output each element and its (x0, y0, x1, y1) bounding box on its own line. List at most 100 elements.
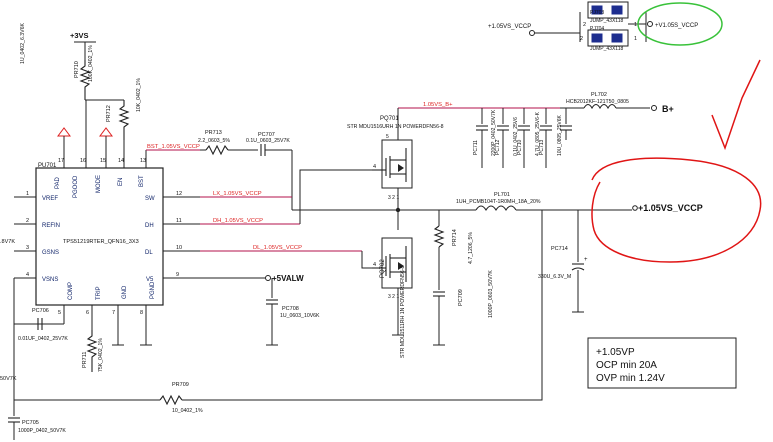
svg-text:16: 16 (80, 158, 86, 164)
ic-pin-vref: 1 VREF (14, 191, 58, 202)
capacitor-pc705[interactable]: PC705 1000P_0402_50V7K (8, 400, 66, 440)
ic-pin-pgnd: 8 PGND (140, 281, 156, 338)
svg-text:10K_0402_1%: 10K_0402_1% (136, 78, 142, 112)
left-edge-label-3: 50V7K (0, 376, 17, 382)
ground-symbol (99, 127, 113, 137)
svg-text:COMP: COMP (68, 282, 74, 300)
capacitor-pc710[interactable]: PC710 4.7U_0805_25V6-K (517, 108, 541, 168)
ic-pin-dl: 10 DL (145, 245, 200, 256)
svg-text:PL702: PL702 (591, 92, 607, 98)
resistor-pr710[interactable]: PR710 100K_0402_1% (74, 45, 94, 100)
svg-text:SW: SW (145, 196, 155, 202)
ic-pin-pad: 17 PAD (55, 150, 65, 189)
svg-text:2200P_0402_50V7K: 2200P_0402_50V7K (491, 109, 497, 156)
svg-text:1000P_0603_50V7K: 1000P_0603_50V7K (488, 270, 494, 318)
ic-pin-refin: 2 REFIN (14, 218, 60, 229)
power-output[interactable]: +1.05VS_VCCP (638, 203, 703, 213)
net-label-lx: LX_1.05VS_VCCP (213, 191, 262, 197)
mosfet-pq702[interactable]: 4 PQ702 STR MDU1511RH 1N POWERDFN56-8 3 … (372, 237, 413, 358)
svg-text:PJ704: PJ704 (590, 26, 604, 32)
capacitor-pc709[interactable]: PC709 1000P_0603_50V7K (433, 270, 494, 346)
jumper-pj703[interactable]: 2 1 PJ703 JUMP_43X118 (583, 1, 637, 28)
svg-text:PR711: PR711 (82, 352, 88, 368)
svg-text:HCB2012KF-121T50_0805: HCB2012KF-121T50_0805 (566, 99, 629, 105)
svg-text:PC714: PC714 (551, 246, 568, 252)
ic-ref: PU701 (38, 163, 57, 169)
svg-text:1: 1 (26, 191, 29, 197)
ic-pin-sw: 12 SW (145, 191, 200, 202)
svg-text:0.1U_0603_25V7K: 0.1U_0603_25V7K (246, 138, 290, 144)
resistor-pr713[interactable]: PR713 2.2_0603_5% (198, 130, 258, 156)
svg-text:V5: V5 (146, 277, 154, 283)
svg-text:14: 14 (118, 158, 124, 164)
svg-text:PC707: PC707 (258, 132, 275, 138)
svg-text:PR714: PR714 (452, 229, 458, 246)
svg-text:10_0402_1%: 10_0402_1% (172, 408, 203, 414)
power-bplus[interactable]: B+ (662, 104, 674, 114)
svg-text:4: 4 (26, 272, 29, 278)
resistor-pr709[interactable]: PR709 10_0402_1% (159, 382, 203, 414)
svg-text:+: + (584, 257, 588, 263)
svg-text:GND: GND (122, 285, 128, 299)
svg-text:PR713: PR713 (205, 130, 222, 136)
ic-part: TPS51219RTER_QFN16_3X3 (63, 239, 139, 245)
mosfet-pq701[interactable]: 4 PQ701 STR MDU1516URH 1N POWERDFN56-8 3… (347, 116, 444, 201)
svg-text:REFIN: REFIN (42, 223, 60, 229)
svg-text:PR712: PR712 (106, 105, 112, 122)
wire-dl-gate (361, 251, 372, 269)
capacitor-pc713[interactable]: PC713 10U_0805_25V6K (539, 108, 563, 168)
svg-text:1000P_0402_50V7K: 1000P_0402_50V7K (18, 428, 66, 434)
svg-text:VREF: VREF (42, 196, 58, 202)
svg-text:JUMP_43X118: JUMP_43X118 (590, 46, 623, 52)
svg-text:15: 15 (100, 158, 106, 164)
svg-text:PC711: PC711 (473, 140, 479, 155)
capacitor-pc712[interactable]: PC712 0.1U_0402_25V6 (495, 108, 519, 168)
svg-text:2: 2 (580, 36, 583, 42)
net-label-dh: DH_1.05VS_VCCP (213, 218, 263, 224)
ic-pin-vsns: 4 VSNS (14, 272, 58, 283)
svg-text:17: 17 (58, 158, 64, 164)
svg-text:8: 8 (140, 310, 143, 316)
svg-text:PR710: PR710 (74, 61, 80, 78)
resistor-pr714[interactable]: PR714 4.7_1206_5% (433, 210, 474, 290)
power-3vs[interactable]: +3VS (70, 31, 96, 60)
inductor-pl701[interactable]: PL701 1UH_PCMB104T-1R0MH_18A_20% (456, 192, 541, 212)
svg-text:PQ701: PQ701 (380, 116, 399, 122)
capacitor-pc708[interactable]: PC708 1U_0603_10V6K (266, 278, 320, 346)
svg-text:2.2_0603_5%: 2.2_0603_5% (198, 138, 230, 144)
wire-feedback (196, 210, 543, 401)
svg-text:4: 4 (373, 164, 376, 170)
svg-text:10: 10 (176, 245, 182, 251)
svg-text:11: 11 (176, 218, 182, 224)
resistor-pr711[interactable]: PR711 75K_0402_1% (82, 330, 104, 372)
resistor-pr712[interactable]: PR712 10K_0402_1% (106, 78, 142, 140)
inductor-pl702[interactable]: PL702 HCB2012KF-121T50_0805 (560, 92, 650, 110)
svg-text:STR MDU1516URH 1N POWERDFN56-8: STR MDU1516URH 1N POWERDFN56-8 (347, 124, 444, 130)
svg-text:PL701: PL701 (494, 192, 510, 198)
svg-text:PC710: PC710 (517, 139, 523, 155)
ic-pin-gnd: 7 GND (112, 285, 128, 338)
power-5valw[interactable]: +5VALW (272, 274, 304, 283)
jumper-pj704[interactable]: 2 1 PJ704 JUMP_43X118 (580, 26, 637, 52)
capacitor-pc706[interactable]: PC706 0.01UF_0402_25V7K (18, 308, 68, 342)
capacitor-bplus-extra (560, 108, 572, 140)
svg-text:PC713: PC713 (539, 139, 545, 155)
ic-pu701[interactable]: PU701 TPS51219RTER_QFN16_3X3 1 VREF 2 RE… (14, 140, 200, 338)
svg-text:PC706: PC706 (32, 308, 49, 314)
svg-text:TRIP: TRIP (96, 286, 102, 300)
svg-text:9: 9 (176, 272, 179, 278)
svg-text:13: 13 (140, 158, 146, 164)
svg-text:100K_0402_1%: 100K_0402_1% (88, 45, 94, 82)
ic-pin-mode: 15 MODE (96, 150, 107, 193)
capacitor-pc714[interactable]: + PC714 330U_6.3V_M (538, 210, 588, 313)
ic-pin-dh: 11 DH (145, 218, 200, 229)
capacitor-pc707[interactable]: PC707 0.1U_0603_25V7K (246, 132, 292, 156)
ic-pin-v5: 9 V5 (146, 272, 200, 283)
capacitor-pc711[interactable]: PC711 2200P_0402_50V7K (473, 108, 497, 168)
svg-text:1: 1 (634, 36, 637, 42)
power-3vs-label: +3VS (70, 31, 89, 40)
ic-pin-gsns: 3 GSNS (14, 245, 59, 256)
svg-text:2: 2 (26, 218, 29, 224)
svg-text:12: 12 (176, 191, 182, 197)
